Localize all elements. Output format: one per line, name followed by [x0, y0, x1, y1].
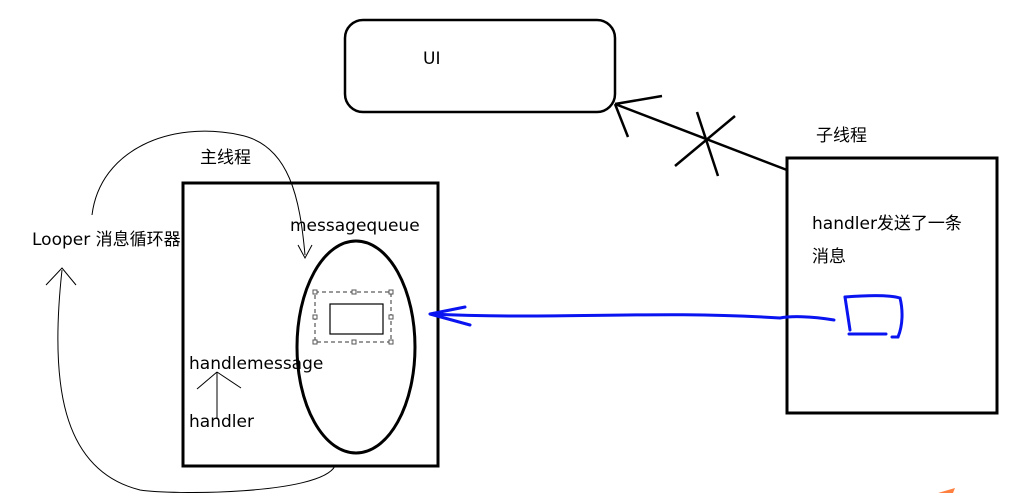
handler-label: handler	[189, 412, 254, 432]
main-thread-box	[181, 181, 440, 468]
ui-label: UI	[423, 49, 440, 69]
sub-handler-text-2: 消息	[812, 247, 846, 267]
looper-label: Looper 消息循环器	[32, 230, 181, 250]
blocked-arrow	[613, 94, 788, 177]
sub-handler-text-1: handler发送了一条	[812, 214, 962, 234]
main-thread-label: 主线程	[200, 148, 251, 168]
send-message-arrow	[428, 294, 904, 339]
orange-mark	[938, 488, 955, 493]
handle-message-label: handlemessage	[189, 354, 323, 374]
message-queue-ellipse	[295, 239, 417, 455]
looper-loop	[45, 130, 336, 493]
handler-arrow	[196, 371, 242, 418]
ui-box	[343, 18, 617, 114]
message-item	[312, 289, 394, 345]
sub-thread-box	[785, 156, 999, 415]
sub-thread-label: 子线程	[816, 126, 867, 146]
message-queue-label: messagequeue	[290, 216, 420, 236]
